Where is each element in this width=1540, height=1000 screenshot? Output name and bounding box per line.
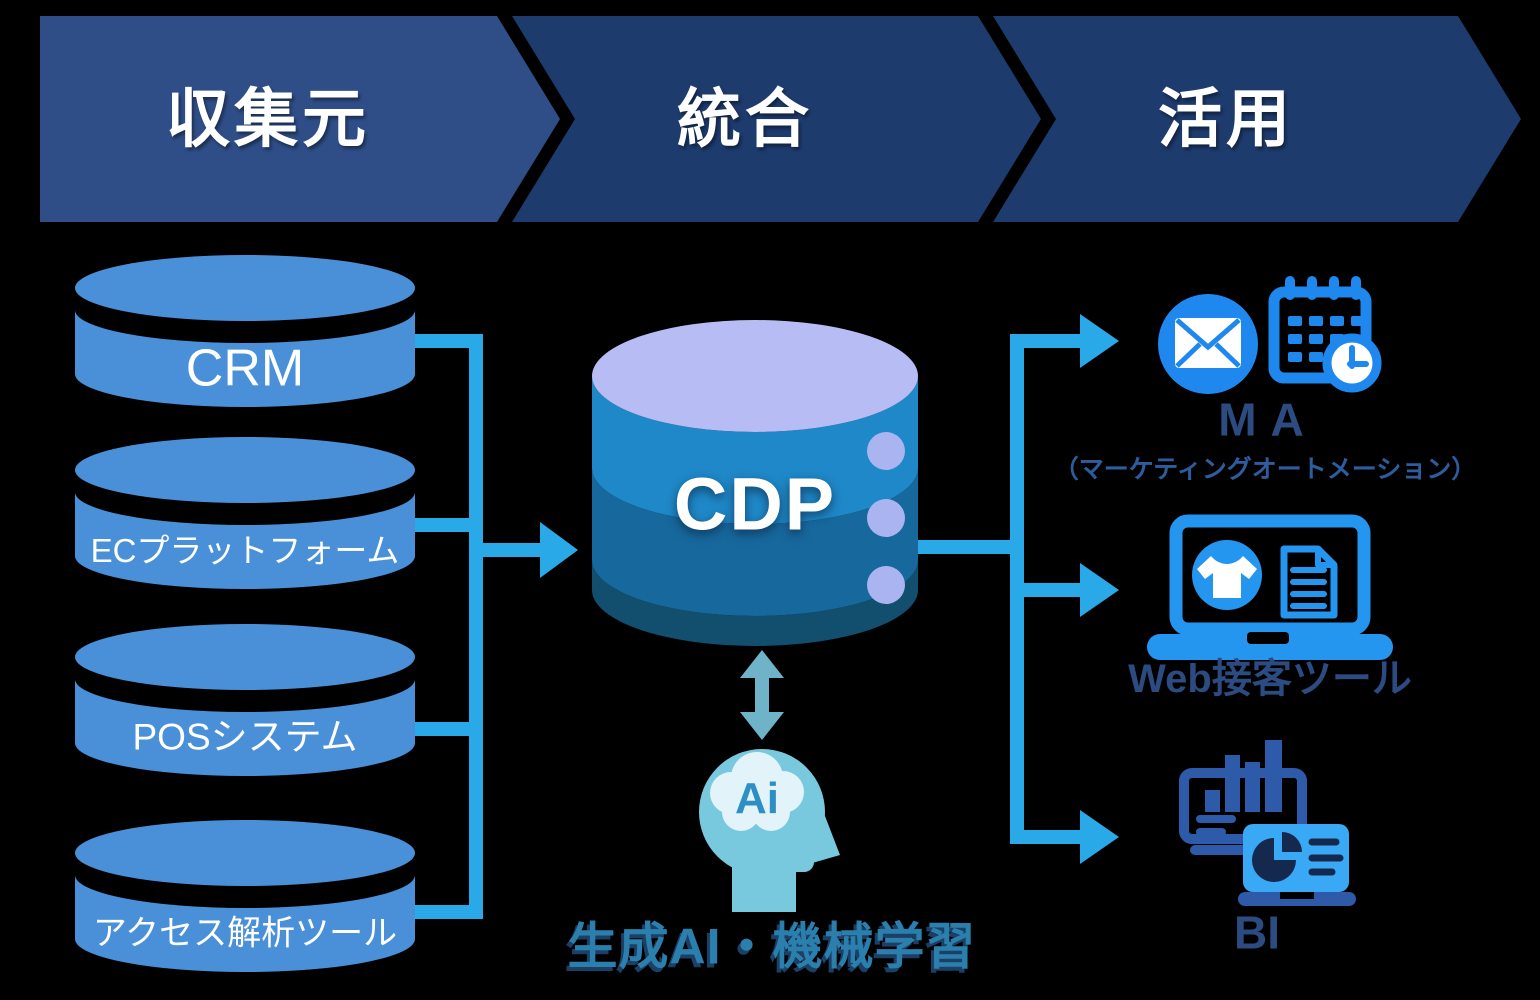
brain-cloud-icon [710,752,804,831]
cdp-band-top [592,376,918,524]
right-arrowhead-web-icon [1080,563,1119,617]
source-label-ec: ECプラットフォーム [90,531,400,569]
left-connectors [403,334,578,919]
cdp-dot [867,566,905,604]
cdp-label: CDP [673,462,837,546]
cdp-top-ellipse [592,320,918,432]
left-arrowhead-icon [540,522,578,578]
bar-chart-monitor-icon [1184,740,1302,855]
right-connectors [900,314,1119,864]
ai-chip-label: Ai [735,773,779,823]
stage-label-collection: 収集元 [166,82,370,155]
document-icon [1284,549,1334,615]
laptop-icon [1147,521,1393,660]
source-cylinder-ec [75,437,415,589]
stage-label-integration: 統合 [677,82,813,155]
bidirectional-arrow-icon [740,650,784,740]
left-connector-lines [403,334,540,919]
dest-sublabel-ma: （マーケティングオートメーション） [1053,455,1477,484]
stage-chevron-utilization [993,16,1521,222]
source-cylinder-pos [75,624,415,776]
dest-label-bi: BI [1234,906,1280,959]
cdp-band-middle [592,468,918,616]
right-arrowhead-bi-icon [1080,810,1119,864]
dest-label-web: Web接客ツール [1128,657,1412,701]
ai-caption: 生成AI・機械学習 [567,918,977,975]
stage-label-utilization: 活用 [1158,82,1294,155]
dest-label-ma: MA [1218,393,1318,446]
tshirt-icon [1192,540,1262,610]
source-label-pos: POSシステム [132,716,358,758]
stage-chevron-collection [40,16,560,222]
mail-icon [1158,294,1258,394]
cdp-dot [867,499,905,537]
stage-chevron-integration [512,16,1041,222]
cdp-dot [867,432,905,470]
source-cylinder-analytics [75,820,415,972]
right-arrowhead-ma-icon [1080,314,1119,368]
cdp-band-bottom [592,560,918,646]
pie-chart-laptop-icon [1238,824,1356,906]
right-connector-lines [900,334,1080,844]
calendar-clock-icon [1274,281,1377,388]
cdp-cylinder [592,320,918,646]
source-cylinder-crm [75,255,415,407]
source-label-analytics: アクセス解析ツール [92,914,398,953]
source-label-crm: CRM [185,339,305,398]
stage-banner-shapes [40,16,1521,222]
